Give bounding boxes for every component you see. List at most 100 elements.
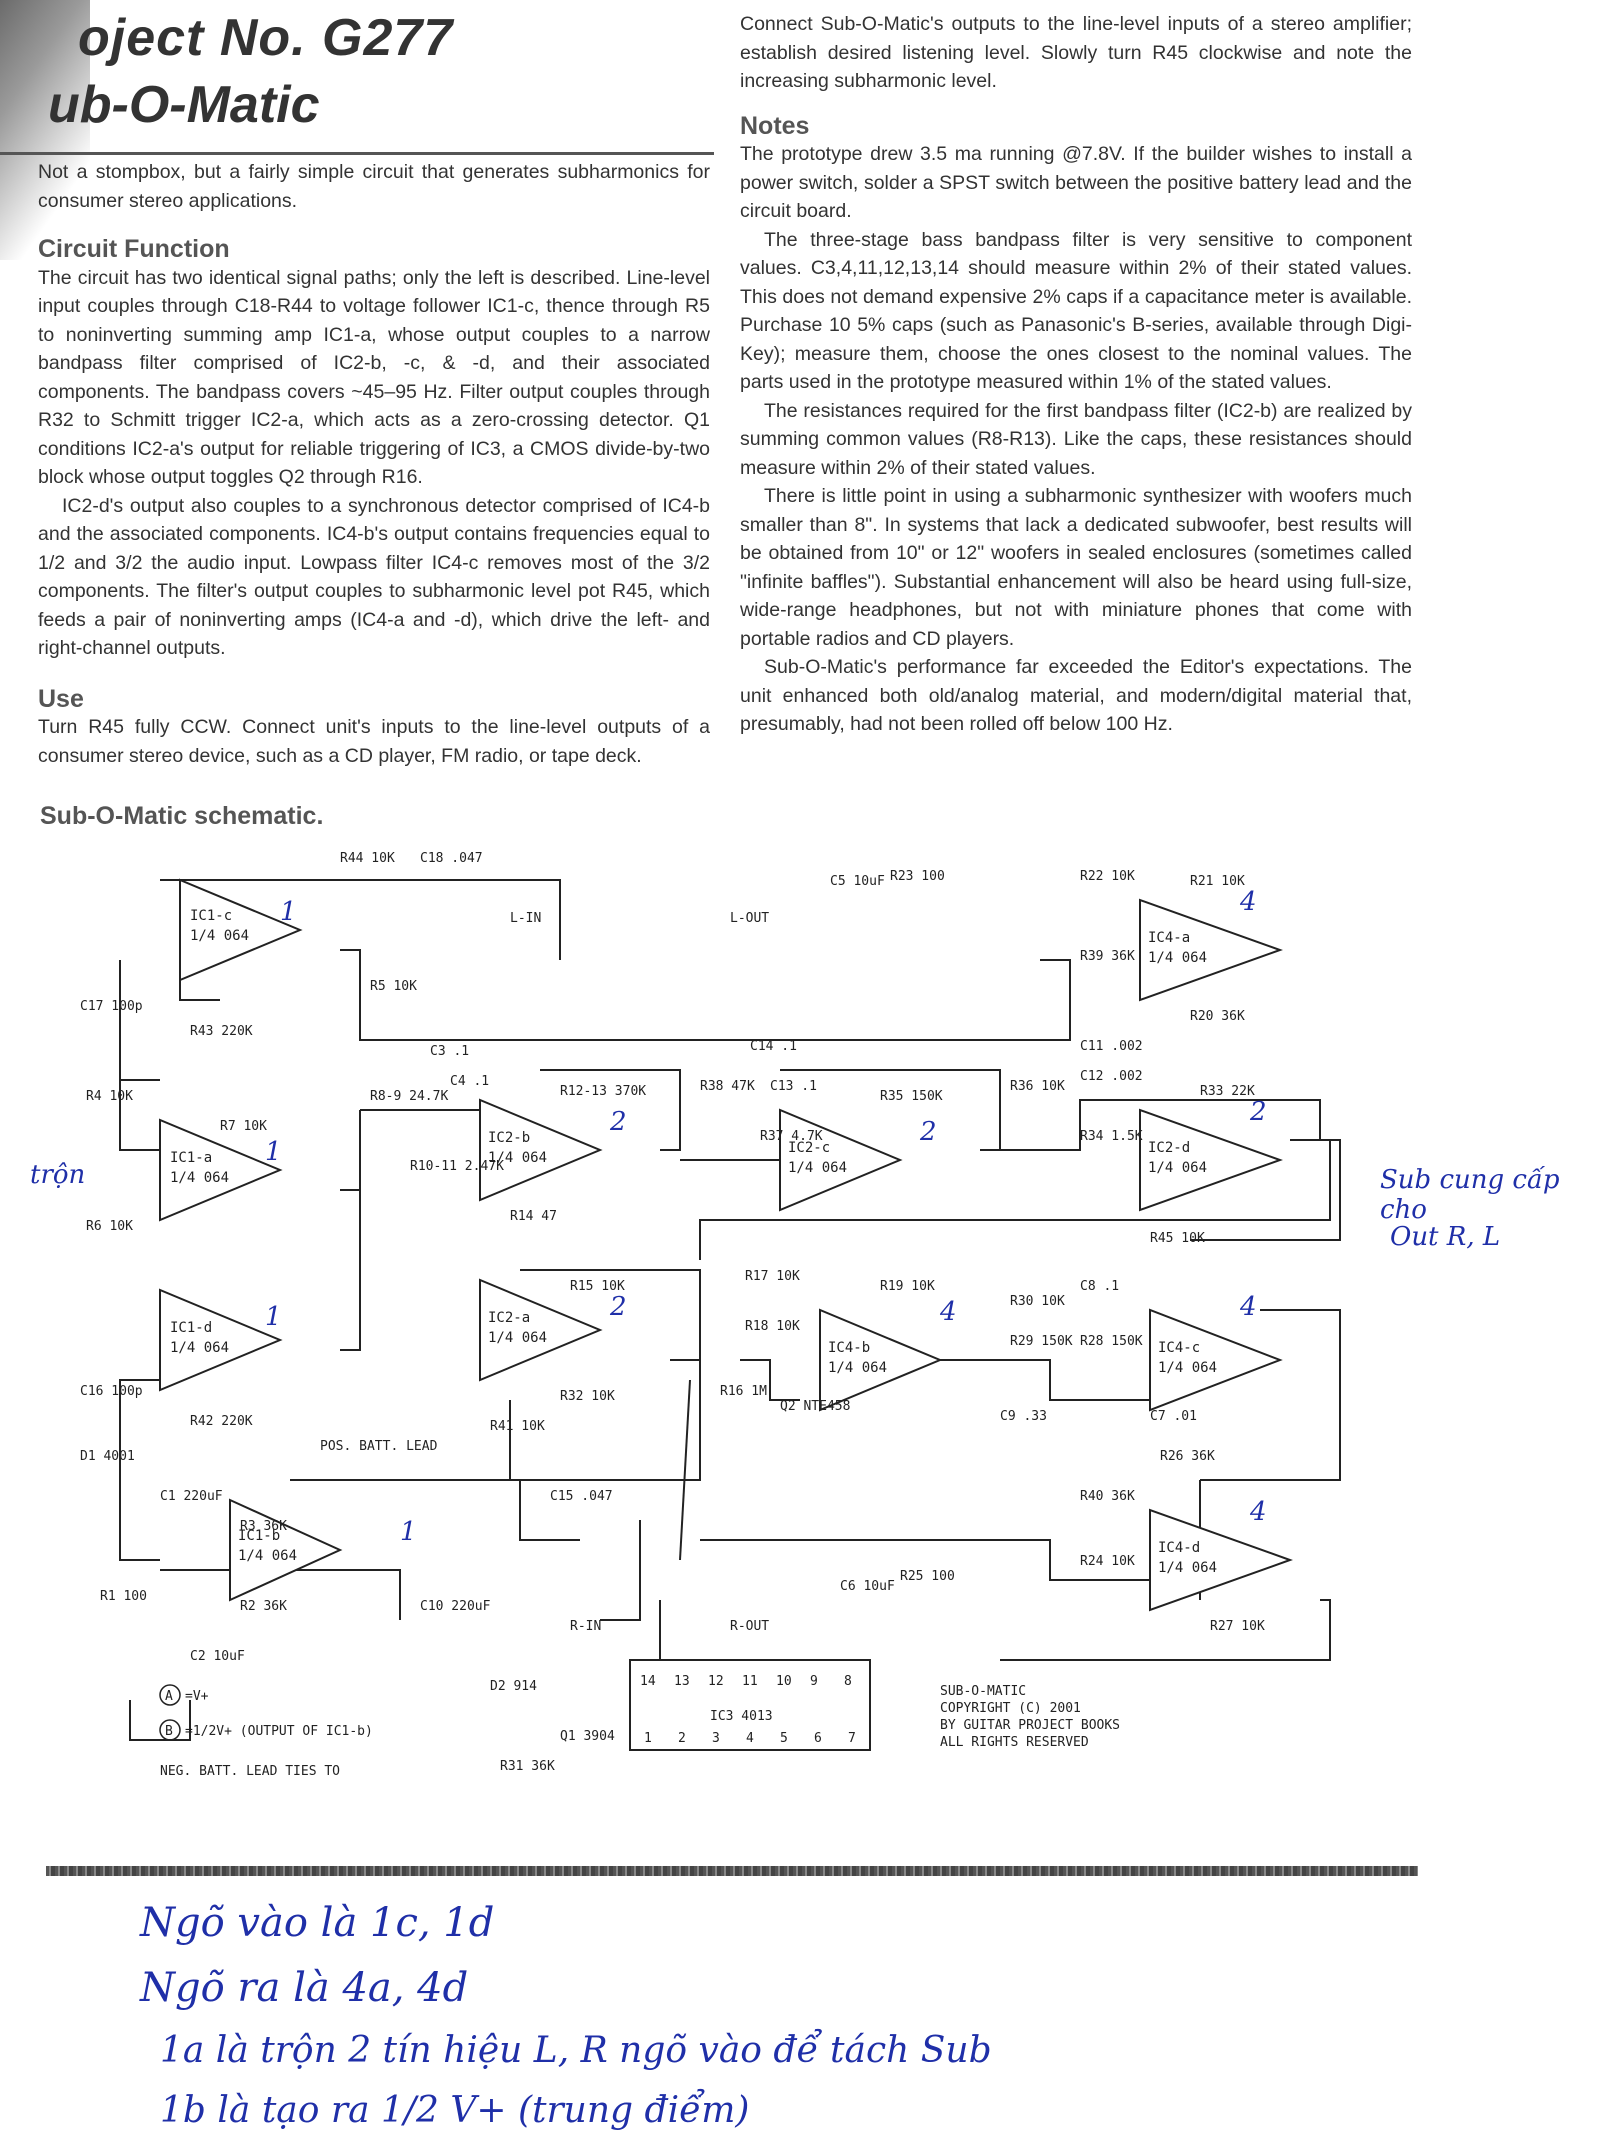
handwritten-note-sub-1: Sub cung cấp cho xyxy=(1380,1165,1560,1225)
legend-a: =V+ xyxy=(185,1689,209,1704)
wire xyxy=(520,1269,701,1361)
opamp-part: 1/4 064 xyxy=(1148,1160,1207,1176)
opamp-label: IC4-d xyxy=(1158,1540,1200,1556)
component-label: R6 10K xyxy=(86,1219,133,1234)
wire xyxy=(780,1069,1001,1151)
wire xyxy=(129,1700,191,1741)
opamp-symbols xyxy=(159,878,1293,1751)
opamp-part: 1/4 064 xyxy=(488,1330,547,1346)
component-label: Q2 NTE458 xyxy=(780,1399,850,1414)
notes-heading: Notes xyxy=(740,111,810,140)
use-heading: Use xyxy=(38,684,84,713)
wire xyxy=(360,1109,481,1150)
ic3-pin: 1 xyxy=(644,1731,652,1746)
component-label: R21 10K xyxy=(1190,874,1245,889)
wire xyxy=(290,1479,580,1541)
ic3-pin: 3 xyxy=(712,1731,720,1746)
ic3-label: IC3 4013 xyxy=(710,1709,773,1724)
component-label: C13 .1 xyxy=(770,1079,817,1094)
component-label: R8-9 24.7K xyxy=(370,1089,448,1104)
component-label: R36 10K xyxy=(1010,1079,1065,1094)
component-label: R19 10K xyxy=(880,1279,935,1294)
component-label: R25 100 xyxy=(900,1569,955,1584)
opamp-label: IC1-d xyxy=(170,1320,212,1336)
schematic-diagram: IC1-c 1/4 064 IC1-a 1/4 064 IC1-d 1/4 06… xyxy=(80,851,1341,1779)
legend-a-symbol xyxy=(159,1684,181,1706)
opamp-ic2-d xyxy=(1139,1108,1283,1212)
opamp-part: 1/4 064 xyxy=(1158,1560,1217,1576)
circuit-function-paragraph-2: IC2-d's output also couples to a synchro… xyxy=(38,494,710,660)
component-label: R43 220K xyxy=(190,1024,253,1039)
page-fold-shadow xyxy=(0,0,90,260)
svg-text:2: 2 xyxy=(609,1107,627,1137)
opamp-label: IC2-c xyxy=(788,1140,830,1156)
opamp-ic2-b xyxy=(479,1098,603,1202)
opamp-part: 1/4 064 xyxy=(1148,950,1207,966)
ic3-pin: 13 xyxy=(674,1674,690,1689)
opamp-ic2-a xyxy=(479,1278,603,1382)
handwritten-line-3: 1a là trộn 2 tín hiệu L, R ngõ vào để tá… xyxy=(160,2030,992,2071)
component-label: C9 .33 xyxy=(1000,1409,1047,1424)
component-label: R45 10K xyxy=(1150,1231,1205,1246)
notes-paragraph-5: Sub-O-Matic's performance far exceeded t… xyxy=(740,656,1412,735)
svg-text:2: 2 xyxy=(919,1117,937,1147)
component-label: R17 10K xyxy=(745,1269,800,1284)
opamp-ic4-c xyxy=(1149,1308,1283,1412)
component-label: R22 10K xyxy=(1080,869,1135,884)
wire xyxy=(160,879,561,960)
left-column: Not a stompbox, but a fairly simple circ… xyxy=(38,158,710,770)
component-label: R34 1.5K xyxy=(1080,1129,1143,1144)
opamp-label: IC4-b xyxy=(828,1340,870,1356)
ic3-pin: 11 xyxy=(742,1674,758,1689)
component-label: R31 36K xyxy=(500,1759,555,1774)
opamp-part: 1/4 064 xyxy=(488,1150,547,1166)
component-label: R5 10K xyxy=(370,979,417,994)
copyright-line: ALL RIGHTS RESERVED xyxy=(940,1735,1089,1750)
ic3-pin: 8 xyxy=(844,1674,852,1689)
opamp-part: 1/4 064 xyxy=(828,1360,887,1376)
ic3-pin: 2 xyxy=(678,1731,686,1746)
notes-paragraph-4: There is little point in using a subharm… xyxy=(740,485,1412,650)
component-label: C4 .1 xyxy=(450,1074,489,1089)
opamp-ic2-c xyxy=(779,1108,903,1212)
handwritten-note-tron: trộn xyxy=(30,1160,86,1190)
component-label: R29 150K xyxy=(1010,1334,1073,1349)
wire xyxy=(920,1359,1160,1401)
svg-text:4: 4 xyxy=(1239,887,1257,917)
component-label: R27 10K xyxy=(1210,1619,1265,1634)
opamp-label: IC4-a xyxy=(1148,930,1190,946)
use-paragraph-2: Connect Sub-O-Matic's outputs to the lin… xyxy=(740,13,1412,92)
wire xyxy=(1000,1099,1321,1151)
neg-batt-label: NEG. BATT. LEAD TIES TO xyxy=(160,1764,340,1779)
wire xyxy=(340,949,1071,1041)
opamp-part: 1/4 064 xyxy=(170,1170,229,1186)
opamp-label: IC1-b xyxy=(238,1528,280,1544)
component-label: C17 100p xyxy=(80,999,143,1014)
component-label: R7 10K xyxy=(220,1119,267,1134)
component-label: C7 .01 xyxy=(1150,1409,1197,1424)
project-name-heading: ub-O-Matic xyxy=(48,76,320,134)
component-label: R41 10K xyxy=(490,1419,545,1434)
ic3-pins: 14 13 12 11 10 9 8 1 2 3 4 5 6 7 xyxy=(640,1674,856,1746)
component-label: R40 36K xyxy=(1080,1489,1135,1504)
svg-text:2: 2 xyxy=(1249,1097,1267,1127)
component-label: C1 220uF xyxy=(160,1489,223,1504)
ic3-pin: 4 xyxy=(746,1731,754,1746)
ic3-pin: 7 xyxy=(848,1731,856,1746)
component-label: R2 36K xyxy=(240,1599,287,1614)
wire xyxy=(119,960,160,1151)
project-number-heading: oject No. G277 xyxy=(78,9,454,67)
opamp-part: 1/4 064 xyxy=(1158,1360,1217,1376)
component-label: R26 36K xyxy=(1160,1449,1215,1464)
component-label: L-IN xyxy=(510,911,541,926)
copyright-line: COPYRIGHT (C) 2001 xyxy=(940,1701,1081,1716)
opamp-part: 1/4 064 xyxy=(190,928,249,944)
component-label: C2 10uF xyxy=(190,1649,245,1664)
opamp-label: IC1-a xyxy=(170,1150,212,1166)
notes-paragraph-2: The three-stage bass bandpass filter is … xyxy=(740,228,1412,394)
opamp-label: IC2-d xyxy=(1148,1140,1190,1156)
circuit-function-heading: Circuit Function xyxy=(38,235,230,263)
component-label: R16 1M xyxy=(720,1384,767,1399)
opamp-label: IC2-b xyxy=(488,1130,530,1146)
component-label: C15 .047 xyxy=(550,1489,613,1504)
